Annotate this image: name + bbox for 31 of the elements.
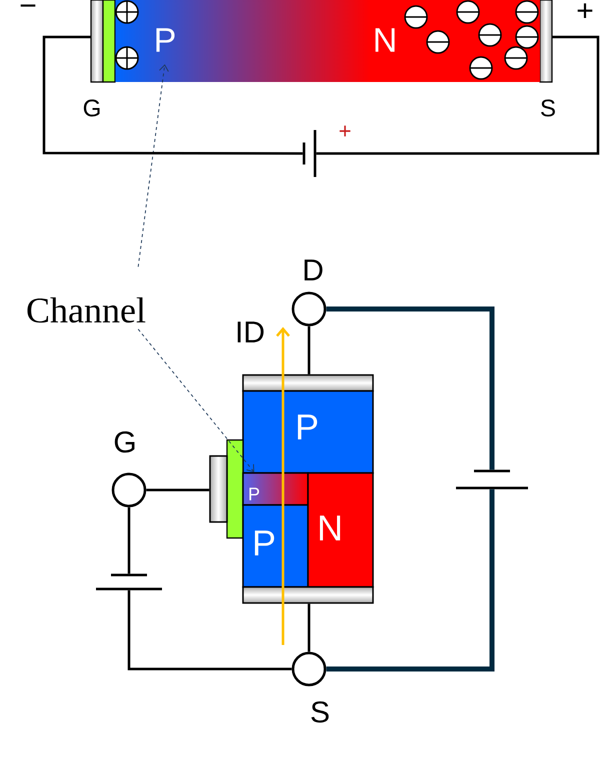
node-label: D — [304, 260, 322, 280]
metal-contact — [242, 586, 374, 604]
label: − — [20, 4, 36, 7]
metal-contact — [242, 374, 374, 392]
label: + — [340, 126, 350, 136]
wire — [146, 488, 210, 492]
gate-electrode — [209, 439, 244, 539]
label: S — [541, 100, 555, 116]
label: ID — [238, 322, 264, 342]
node-label: S — [311, 701, 329, 723]
p-region: P — [242, 504, 309, 588]
wire — [326, 306, 494, 470]
battery-symbol — [94, 574, 164, 590]
wire — [42, 36, 303, 155]
node-label: G — [114, 431, 134, 453]
wire — [128, 507, 130, 574]
battery-symbol — [302, 128, 316, 178]
label: G — [84, 100, 100, 116]
wire — [128, 590, 292, 670]
leader-line — [138, 328, 254, 472]
channel-region: P — [242, 472, 309, 506]
wire — [308, 604, 310, 652]
p-region: P — [242, 390, 374, 474]
leader-line — [138, 64, 169, 268]
battery-symbol — [454, 470, 530, 490]
callout-text: Channel — [28, 297, 146, 323]
wire — [308, 326, 310, 374]
label: + — [578, 3, 592, 18]
wire — [326, 489, 494, 672]
n-region: N — [307, 472, 374, 588]
wire — [316, 36, 600, 155]
